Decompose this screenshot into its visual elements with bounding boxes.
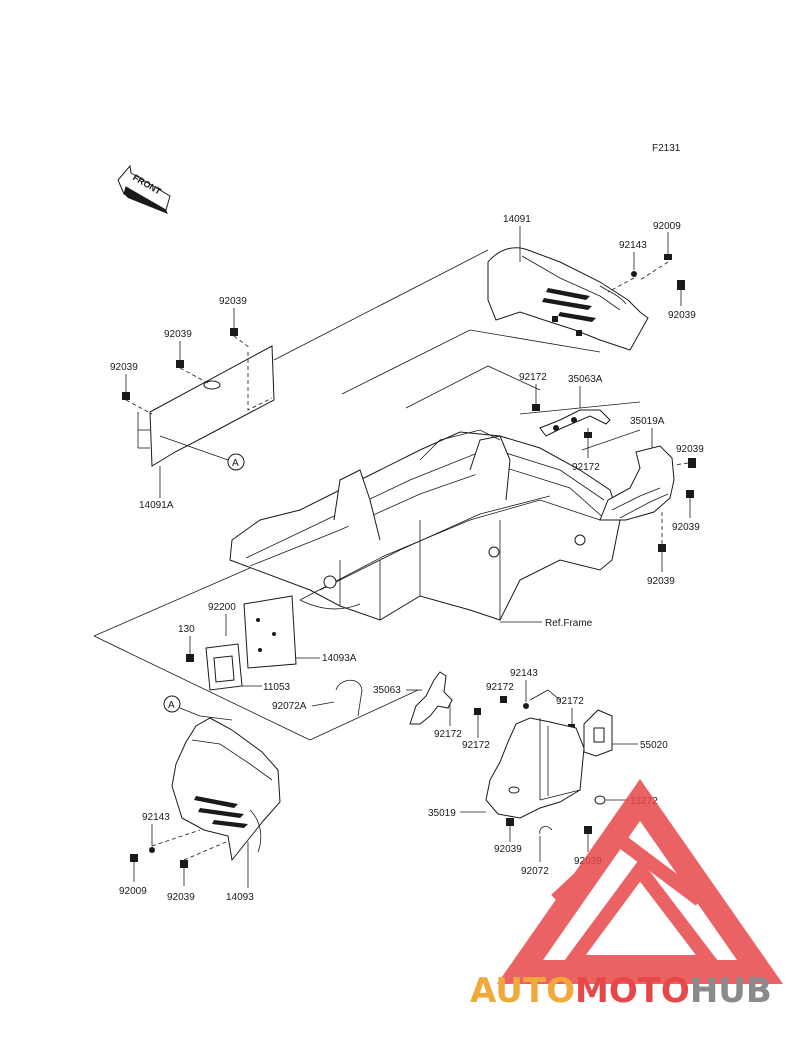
label-14093: 14093 xyxy=(226,892,254,903)
watermark-part2: MOTO xyxy=(575,971,690,1011)
label-92039-d: 92039 xyxy=(676,444,704,455)
bracket-35063A xyxy=(539,409,611,437)
label-92039-a: 92039 xyxy=(219,296,247,307)
label-92009-top: 92009 xyxy=(653,221,681,232)
bolt-icon xyxy=(176,360,184,368)
label-92172-c: 92172 xyxy=(486,682,514,693)
bolt-icon xyxy=(474,708,481,715)
plate-14093A xyxy=(243,595,297,669)
callout-a-top: A xyxy=(232,458,239,469)
main-frame xyxy=(229,429,621,621)
label-92200: 92200 xyxy=(208,602,236,613)
bolt-icon xyxy=(180,860,188,868)
grommet-13272 xyxy=(594,795,606,805)
label-92039-e: 92039 xyxy=(672,522,700,533)
label-92172-a: 92172 xyxy=(519,372,547,383)
label-55020: 55020 xyxy=(640,740,668,751)
bolt-icon xyxy=(186,654,194,662)
bolt-icon xyxy=(686,490,694,498)
label-35063: 35063 xyxy=(373,685,401,696)
band-92072 xyxy=(539,826,553,835)
bolt-icon xyxy=(506,818,514,826)
label-92039-c: 92039 xyxy=(110,362,138,373)
bolt-icon xyxy=(230,328,238,336)
label-92072A: 92072A xyxy=(272,701,307,712)
rear-left-cover-14091A xyxy=(149,345,275,467)
rear-right-cover-14091 xyxy=(487,247,649,351)
washer-icon xyxy=(631,271,637,277)
bracket-35019 xyxy=(485,717,585,819)
band-92072A xyxy=(335,679,363,717)
label-92172-b: 92172 xyxy=(572,462,600,473)
bolt-icon xyxy=(584,432,592,438)
label-130: 130 xyxy=(178,624,195,635)
bolt-icon xyxy=(664,254,672,260)
automotohub-logo xyxy=(496,779,784,984)
label-92143-bottom: 92143 xyxy=(142,812,170,823)
callout-a-bottom: A xyxy=(168,700,175,711)
label-35019: 35019 xyxy=(428,808,456,819)
bolt-icon xyxy=(130,854,138,862)
label-92143-m: 92143 xyxy=(510,668,538,679)
label-92039-f: 92039 xyxy=(647,576,675,587)
front-cover-14093 xyxy=(171,717,281,862)
label-92172-f: 92172 xyxy=(556,696,584,707)
label-92039-right: 92039 xyxy=(668,310,696,321)
bracket-35019A xyxy=(599,445,675,521)
figure-code: F2131 xyxy=(652,143,681,154)
label-92143-top: 92143 xyxy=(619,240,647,251)
watermark-part3: HUB xyxy=(690,971,772,1011)
bolt-icon xyxy=(584,826,592,834)
label-92072: 92072 xyxy=(521,866,549,877)
watermark-part1: AUTO xyxy=(470,971,575,1011)
bolt-icon xyxy=(677,280,685,290)
label-92172-e: 92172 xyxy=(462,740,490,751)
label-35019A: 35019A xyxy=(630,416,665,427)
label-92172-d: 92172 xyxy=(434,729,462,740)
label-92039-g: 92039 xyxy=(494,844,522,855)
label-92009-bottom: 92009 xyxy=(119,886,147,897)
label-14091: 14091 xyxy=(503,214,531,225)
washer-icon xyxy=(523,703,529,709)
label-35063A: 35063A xyxy=(568,374,603,385)
washer-icon xyxy=(149,847,155,853)
label-14093A: 14093A xyxy=(322,653,357,664)
label-14091A: 14091A xyxy=(139,500,174,511)
label-92039-bottom: 92039 xyxy=(167,892,195,903)
callout-a-circle xyxy=(227,453,245,471)
front-arrow-icon: FRONT xyxy=(117,164,171,214)
label-11053: 11053 xyxy=(263,682,291,693)
label-ref-frame: Ref.Frame xyxy=(545,618,593,629)
callout-a-circle-bottom xyxy=(163,695,181,713)
bolt-icon xyxy=(532,404,540,411)
bolt-icon xyxy=(658,544,666,552)
label-92039-b: 92039 xyxy=(164,329,192,340)
watermark-text: AUTOMOTOHUB xyxy=(470,971,772,1011)
bracket-35063 xyxy=(409,671,453,725)
bolt-icon xyxy=(122,392,130,400)
bolt-icon xyxy=(500,696,507,703)
bolt-icon xyxy=(688,458,696,468)
